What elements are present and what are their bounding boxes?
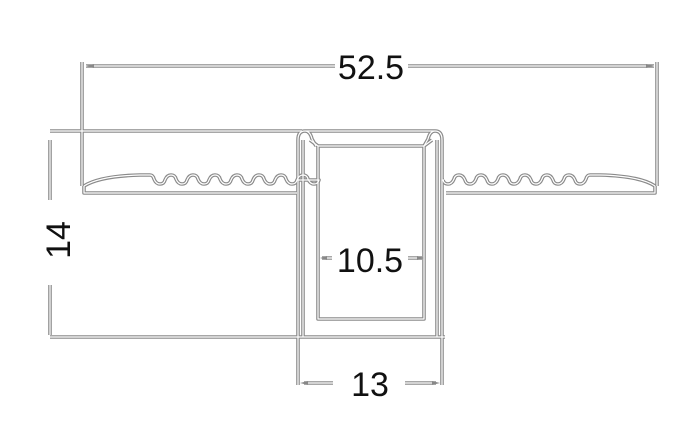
arrow-icon [86, 64, 94, 68]
height-label: 14 [40, 221, 78, 259]
inner-width-label: 10.5 [337, 242, 403, 280]
overall-width-label: 52.5 [338, 49, 404, 87]
arrow-icon [417, 256, 424, 260]
arrow-icon [646, 64, 654, 68]
arrow-icon [300, 381, 308, 385]
arrowheads [86, 64, 654, 385]
arrow-icon [432, 381, 440, 385]
channel-width-label: 13 [351, 366, 389, 404]
outline-inner [49, 61, 658, 386]
arrow-icon [320, 256, 327, 260]
